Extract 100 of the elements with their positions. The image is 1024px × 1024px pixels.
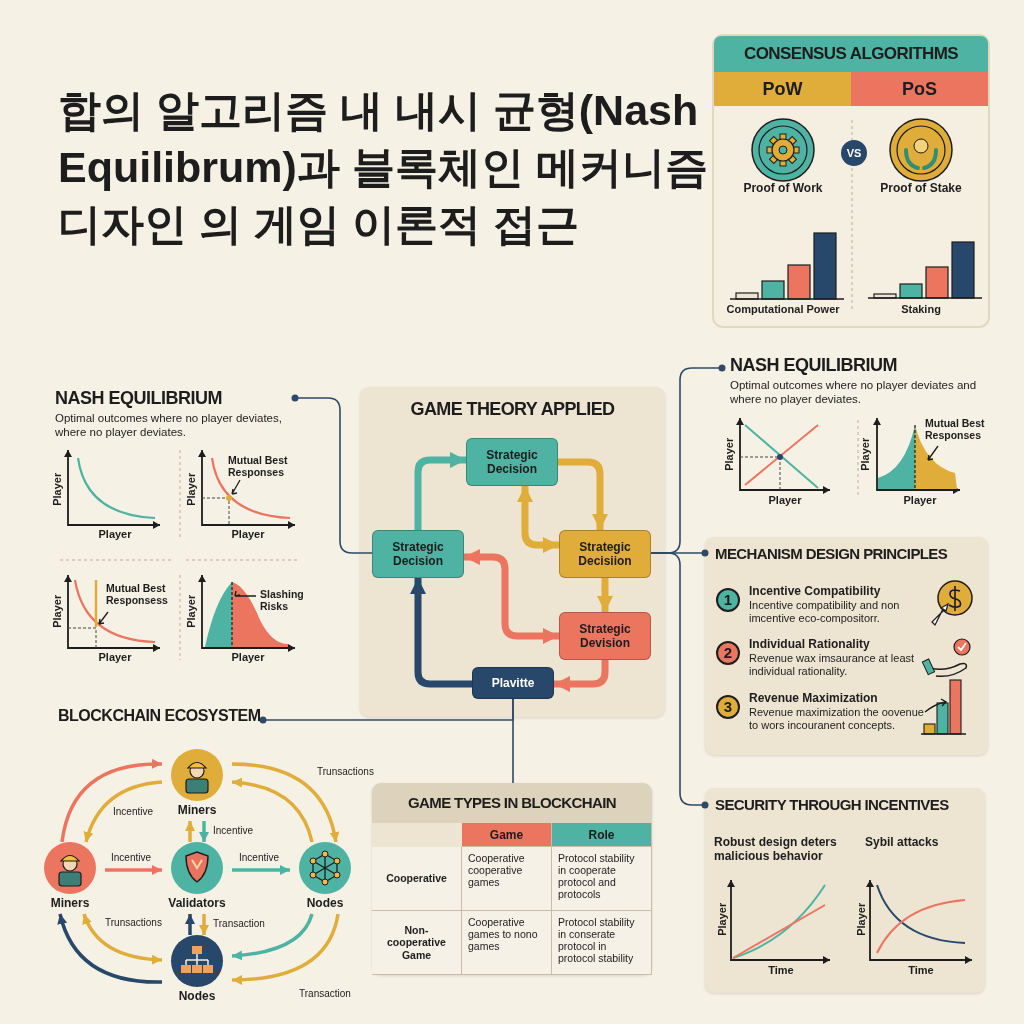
axis-label: Player: [97, 528, 133, 541]
arrow: [60, 759, 163, 843]
annotation: Slashing Risks: [260, 588, 305, 613]
section-heading: SECURITY THROUGH INCENTIVES: [714, 795, 950, 815]
arrow: [232, 865, 290, 875]
axis-label: Staking: [900, 303, 942, 316]
vs-badge: VS: [841, 140, 867, 166]
caption: Proof of Work: [742, 182, 824, 196]
player-box: Plavitte: [472, 667, 554, 699]
axis-label: Player: [230, 528, 266, 541]
node-label: Nodes: [305, 896, 345, 910]
item-title: Incentive Compatibility: [749, 584, 882, 598]
edge-label: Incentive: [110, 852, 153, 863]
arrow: [185, 914, 195, 935]
arrow: [597, 578, 613, 612]
panel-header: GAME TYPES IN BLOCKCHAIN: [372, 783, 652, 823]
number-badge: 2: [716, 641, 740, 665]
row-header: Non-cooperative Game: [372, 911, 462, 975]
arrow: [410, 578, 472, 688]
arrow: [231, 913, 314, 961]
arrow: [231, 913, 340, 985]
arrow: [185, 821, 195, 842]
section-description: Optimal outcomes where no player deviates, where no player deviates.: [55, 412, 283, 440]
arrow: [199, 821, 209, 842]
axis-label: Player: [902, 494, 938, 507]
number-badge: 3: [716, 695, 740, 719]
edge-label: Transaction: [212, 918, 266, 929]
arrow: [199, 914, 209, 935]
axis-label: Player: [50, 593, 64, 630]
node-label: Validators: [167, 896, 227, 910]
decision-box: Strategic Decision: [372, 530, 464, 578]
arrow: [464, 549, 559, 644]
section-description: Optimal outcomes where no player deviates and where no player deviates.: [730, 379, 978, 407]
axis-label: Player: [97, 651, 133, 664]
table-text: Protocol stability in conserate protocol in protocol stability: [552, 911, 652, 975]
section-heading: GAME THEORY APPLIED: [409, 398, 616, 421]
number-badge: 1: [716, 588, 740, 612]
edge-label: Transaction: [298, 988, 352, 999]
row-header: Cooperative: [372, 847, 462, 911]
node-label: Nodes: [177, 989, 217, 1003]
page-title: 합의 알고리즘 내 내시 균형(Nash Equilibrum)과 블록체인 메커니즘 디자인 의 게임 이론적 접근: [58, 85, 708, 251]
edge-label: Trunsactions: [316, 766, 375, 777]
item-description: Incentive compatibility and non imcentive eco-compositorr.: [749, 599, 901, 626]
arrow: [414, 452, 466, 530]
panel: [372, 783, 652, 975]
axis-label: Player: [230, 651, 266, 664]
item-description: Revenue wax imsaurance at least individual rationality.: [749, 652, 916, 679]
axis-label: Player: [767, 494, 803, 507]
panel: [705, 537, 988, 755]
section-heading: MECHANISM DESIGN PRINCIPLES: [714, 544, 949, 564]
item-description: Revenue maximization the oovenue to wors incouranent concepts.: [749, 706, 924, 733]
column-header: PoW: [714, 72, 851, 106]
node-label: Miners: [176, 803, 218, 817]
axis-label: Player: [184, 471, 198, 508]
edge-label: Trunsactions: [104, 917, 163, 928]
arrow: [231, 777, 314, 843]
arrow: [84, 780, 163, 843]
column-header: Game: [462, 823, 552, 847]
arrow: [57, 913, 163, 984]
arrow: [517, 486, 559, 553]
node-label: Miners: [49, 896, 91, 910]
axis-label: Computational Power: [725, 303, 841, 316]
edge-label: Incentive: [238, 852, 281, 863]
item-title: Individual Rationality: [749, 637, 871, 651]
decision-box: Strategic Decision: [466, 438, 558, 486]
arrow: [82, 913, 163, 965]
edge-label: Incentive: [212, 825, 255, 836]
panel-header: CONSENSUS ALGORITHMS: [714, 36, 988, 72]
column-header: PoS: [851, 72, 988, 106]
axis-label: Player: [722, 436, 736, 473]
section-heading: NASH EQUILIBRIUM: [730, 355, 898, 376]
caption: Proof of Stake: [879, 182, 963, 196]
axis-label: Player: [715, 901, 729, 938]
axis-label: Time: [907, 964, 935, 977]
arrow: [231, 762, 339, 843]
column-header: Role: [552, 823, 652, 847]
axis-label: Player: [50, 471, 64, 508]
chart-title: Robust design deters malicious behavior: [714, 836, 838, 864]
annotation: Mutual Best Responses: [228, 454, 289, 479]
annotation: Mutual Best Responses: [925, 417, 986, 442]
panel: [360, 387, 665, 717]
table-text: Protocol stability in cooperate protocol and protocols: [552, 847, 652, 911]
table-text: Cooperative games to nono games: [462, 911, 552, 975]
section-heading: BLOCKCHAIN ECOSYSTEM: [58, 707, 262, 725]
axis-label: Player: [858, 436, 872, 473]
panel: [705, 788, 985, 993]
connector-line: [291, 394, 373, 554]
decision-box: Strategic Devision: [559, 612, 651, 660]
table-text: Cooperative cooperative games: [462, 847, 552, 911]
connector-line: [259, 698, 514, 724]
axis-label: Player: [854, 901, 868, 938]
section-heading: NASH EQUILIBRIUM: [55, 388, 223, 409]
arrow: [105, 865, 162, 875]
connector-line: [650, 552, 709, 809]
axis-label: Player: [184, 593, 198, 630]
arrow: [558, 458, 608, 530]
decision-box: Strategic Decisiion: [559, 530, 651, 578]
edge-label: Incentive: [112, 806, 155, 817]
chart-title: Sybil attacks: [865, 836, 940, 850]
item-title: Revenue Maximization: [749, 691, 879, 705]
